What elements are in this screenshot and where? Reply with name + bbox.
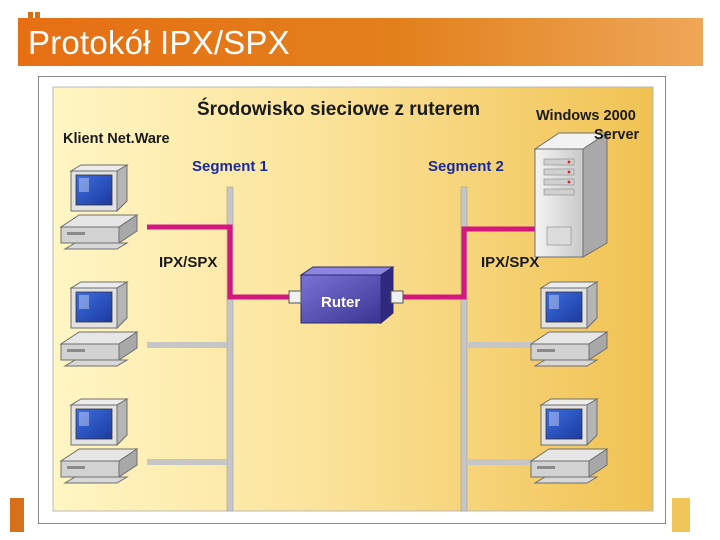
client-label: Klient Net.Ware bbox=[63, 131, 170, 147]
protocol-left-label: IPX/SPX bbox=[159, 254, 217, 271]
left-decoration bbox=[10, 498, 24, 532]
server-label-line1: Windows 2000 bbox=[536, 108, 636, 124]
ipx-link-left bbox=[147, 224, 291, 300]
right-decoration bbox=[672, 498, 690, 532]
segment-1-line bbox=[226, 186, 234, 512]
server-tower-icon bbox=[533, 132, 609, 258]
slide-title: Protokół IPX/SPX bbox=[28, 24, 290, 61]
router-icon bbox=[288, 266, 404, 325]
segment-1-label: Segment 1 bbox=[192, 158, 268, 175]
title-bar: Protokół IPX/SPX bbox=[18, 18, 703, 66]
corner-mark-icon bbox=[28, 12, 40, 18]
diagram-heading: Środowisko sieciowe z ruterem bbox=[197, 98, 480, 120]
server-label-line2: Server bbox=[594, 127, 640, 143]
network-diagram: Środowisko sieciowe z ruterem Klient Net… bbox=[52, 86, 654, 512]
protocol-right-label: IPX/SPX bbox=[481, 254, 539, 271]
router-label: Ruter bbox=[321, 294, 360, 311]
diagram-frame: Środowisko sieciowe z ruterem Klient Net… bbox=[38, 76, 666, 524]
ipx-link-right bbox=[395, 226, 537, 300]
segment-2-label: Segment 2 bbox=[428, 158, 504, 175]
segment-2-line bbox=[460, 186, 468, 512]
